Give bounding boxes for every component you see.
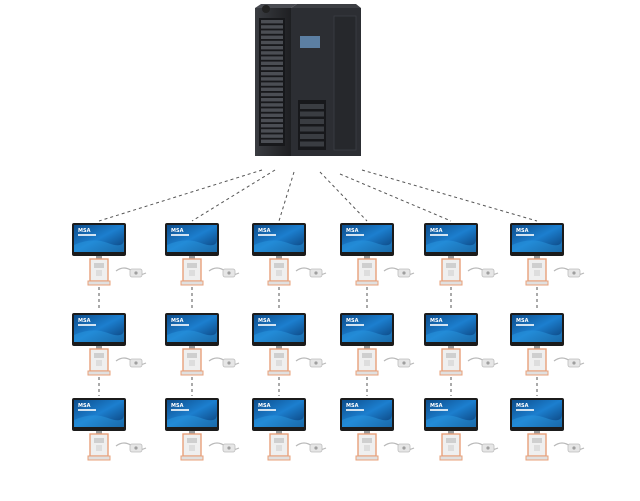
self-service-kiosk-icon	[71, 222, 147, 286]
self-service-kiosk-icon	[164, 312, 240, 376]
drive-slot	[261, 118, 283, 123]
drive-slot	[261, 113, 283, 117]
terminal-grid	[71, 222, 585, 461]
self-service-kiosk-icon	[423, 397, 499, 461]
drive-slot	[261, 25, 283, 29]
drive-slot	[261, 77, 283, 81]
drive-slot	[261, 103, 283, 107]
drive-slot	[261, 56, 283, 60]
self-service-kiosk-icon	[164, 397, 240, 461]
drive-slot	[261, 98, 283, 102]
server-link-line	[191, 169, 276, 222]
drive-slot	[261, 51, 283, 55]
self-service-kiosk-icon	[423, 312, 499, 376]
self-service-kiosk-icon	[71, 397, 147, 461]
self-service-kiosk-icon	[71, 312, 147, 376]
self-service-kiosk-icon	[339, 397, 415, 461]
drive-slot	[300, 104, 324, 109]
self-service-kiosk-icon	[423, 222, 499, 286]
drive-slot	[261, 139, 283, 143]
self-service-kiosk-icon	[251, 222, 327, 286]
self-service-kiosk-icon	[251, 397, 327, 461]
self-service-kiosk-icon	[339, 222, 415, 286]
drive-slot	[261, 108, 283, 112]
drive-slot	[261, 20, 283, 24]
drive-slot	[300, 141, 324, 147]
drive-slot	[261, 87, 283, 91]
drive-slot	[261, 40, 283, 45]
self-service-kiosk-icon	[339, 312, 415, 376]
drive-slot	[261, 46, 283, 50]
drive-slot	[300, 134, 324, 139]
drive-slot	[261, 134, 283, 138]
drive-slot	[261, 124, 283, 128]
drive-slot	[300, 119, 324, 124]
self-service-kiosk-icon	[164, 222, 240, 286]
drive-slot	[300, 111, 324, 117]
drive-slot	[261, 92, 283, 97]
self-service-kiosk-icon	[509, 222, 585, 286]
server-drive-slots	[261, 20, 324, 147]
server-link-line	[361, 169, 538, 222]
server-link-line	[339, 173, 452, 222]
drive-slot	[261, 129, 283, 133]
network-links	[98, 169, 538, 396]
drive-slot	[261, 35, 283, 39]
self-service-kiosk-icon	[509, 312, 585, 376]
server-link-line	[98, 169, 263, 222]
drive-slot	[261, 61, 283, 65]
server-link-line	[278, 171, 295, 222]
drive-slot	[261, 66, 283, 71]
self-service-kiosk-icon	[251, 312, 327, 376]
self-service-kiosk-icon	[509, 397, 585, 461]
drive-slot	[300, 126, 324, 132]
drive-slot	[261, 72, 283, 76]
server-link-line	[319, 171, 368, 222]
drive-slot	[261, 82, 283, 86]
drive-slot	[261, 30, 283, 34]
